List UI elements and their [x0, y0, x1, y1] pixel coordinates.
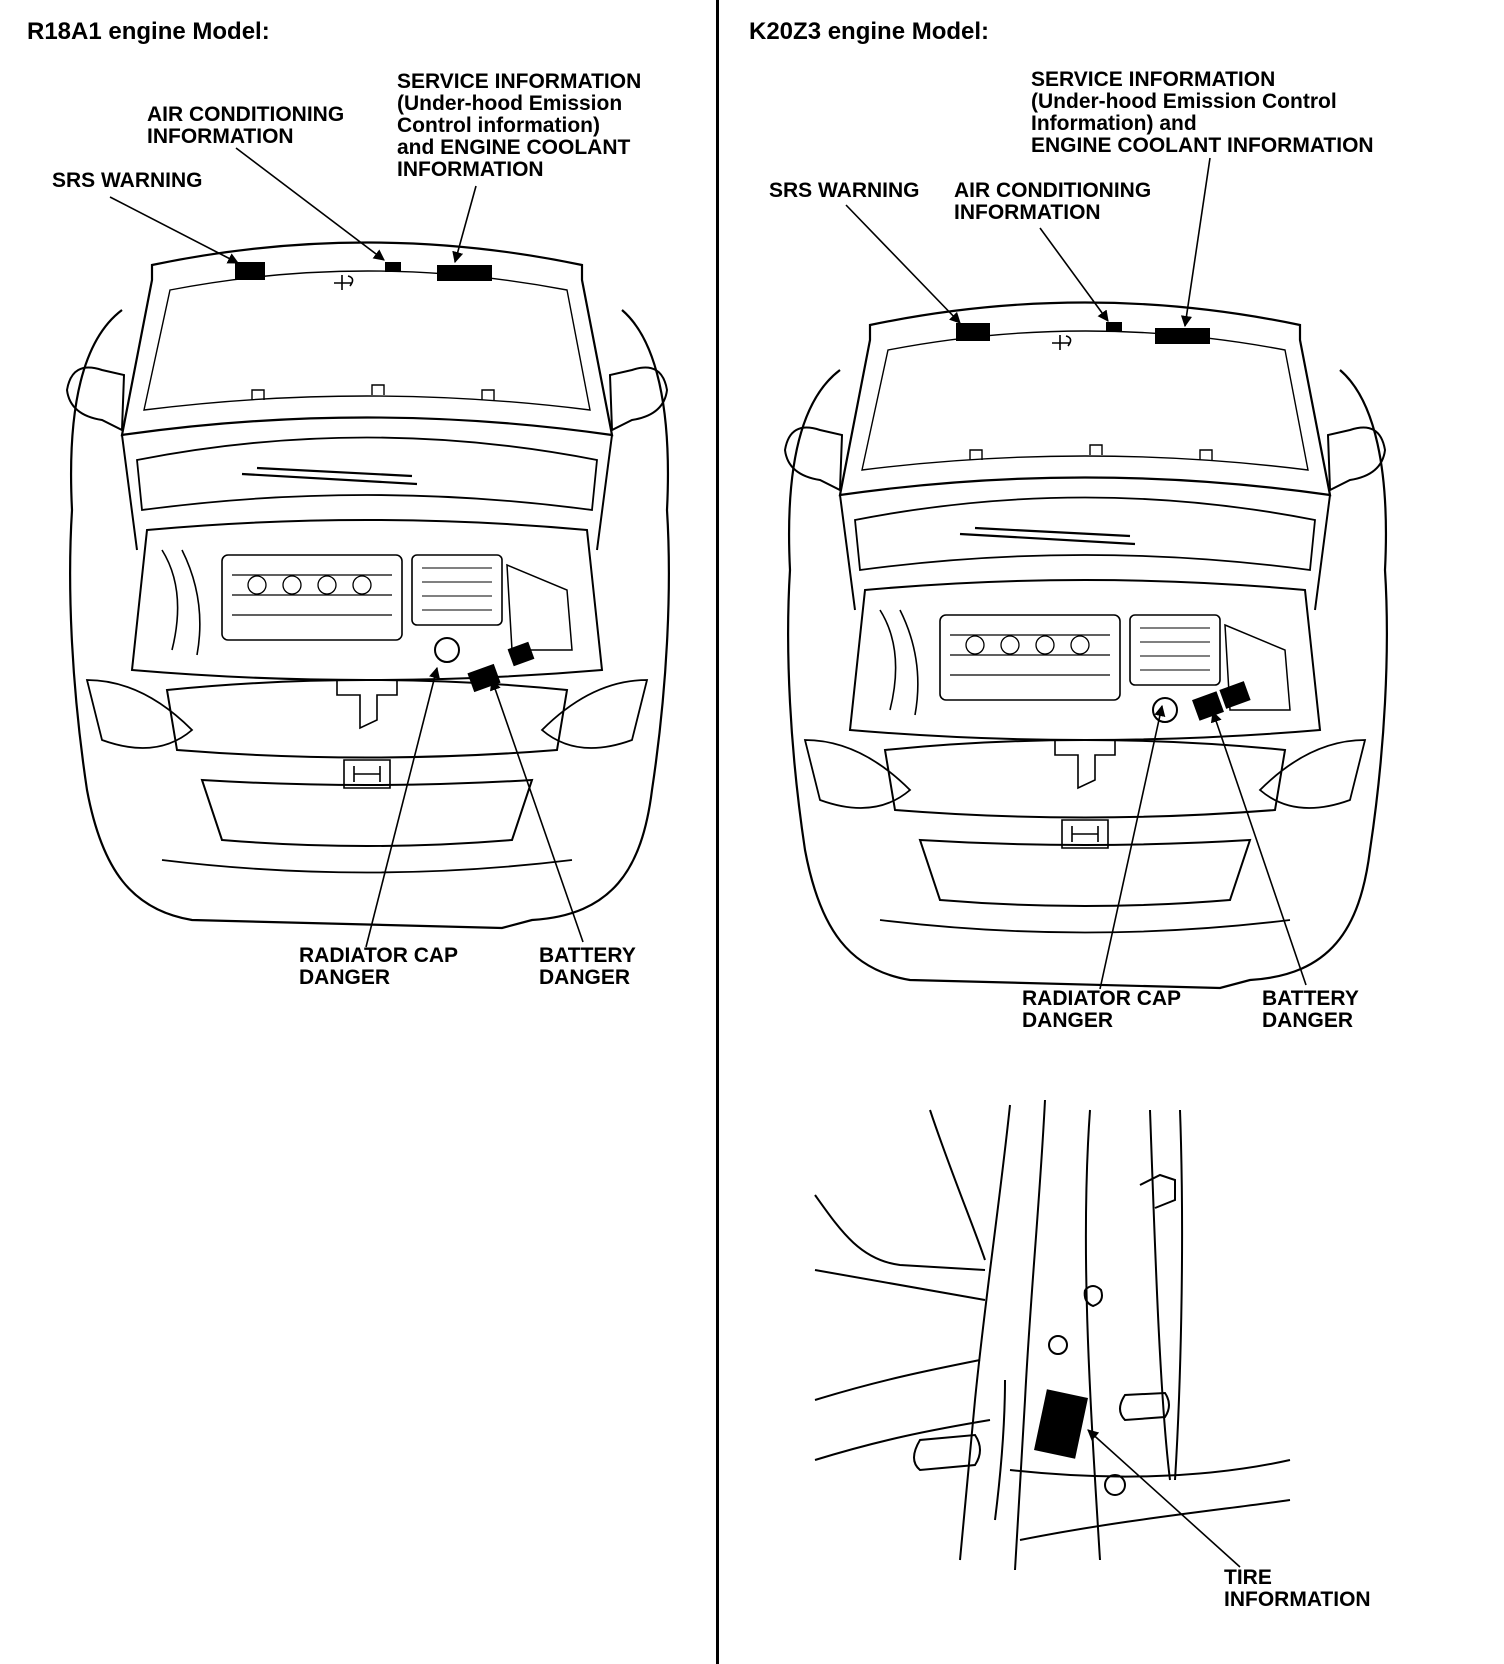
right-battery-label-patch: [1192, 691, 1224, 721]
right-radiator-cap-label: RADIATOR CAP DANGER: [1022, 987, 1182, 1032]
right-service-information-label: SERVICE INFORMATION (Under-hood Emission…: [1031, 68, 1374, 157]
left-air-conditioning-label: AIR CONDITIONING INFORMATION: [147, 103, 345, 148]
left-srs-warning-label: SRS WARNING: [52, 169, 203, 192]
left-service-information-label: SERVICE INFORMATION (Under-hood Emission…: [397, 70, 642, 181]
right-air-conditioning-label: AIR CONDITIONING INFORMATION: [954, 179, 1152, 224]
left-battery-label-patch: [467, 663, 501, 693]
right-heading: K20Z3 engine Model:: [749, 18, 990, 45]
left-car-illustration: [65, 241, 670, 930]
right-srs-warning-label: SRS WARNING: [769, 179, 920, 202]
tire-information-label: TIRE INFORMATION: [1224, 1566, 1371, 1611]
right-car-illustration: [783, 301, 1388, 990]
right-ac-label-patch: [1106, 322, 1122, 332]
right-battery-label: BATTERY DANGER: [1262, 987, 1359, 1032]
left-battery-label-patch-2: [507, 641, 535, 667]
left-service-label-patch: [437, 265, 492, 281]
right-battery-label-patch-2: [1219, 681, 1251, 709]
panel-divider: [716, 0, 719, 1664]
door-jamb-illustration: [814, 1099, 1291, 1571]
left-battery-label: BATTERY DANGER: [539, 944, 636, 989]
left-srs-label-patch: [235, 262, 265, 280]
left-ac-label-patch: [385, 262, 401, 272]
tire-information-label-patch: [1034, 1389, 1088, 1459]
right-srs-label-patch: [956, 323, 990, 341]
left-heading: R18A1 engine Model:: [27, 18, 270, 45]
right-service-label-patch: [1155, 328, 1210, 344]
left-radiator-cap-label: RADIATOR CAP DANGER: [299, 944, 459, 989]
